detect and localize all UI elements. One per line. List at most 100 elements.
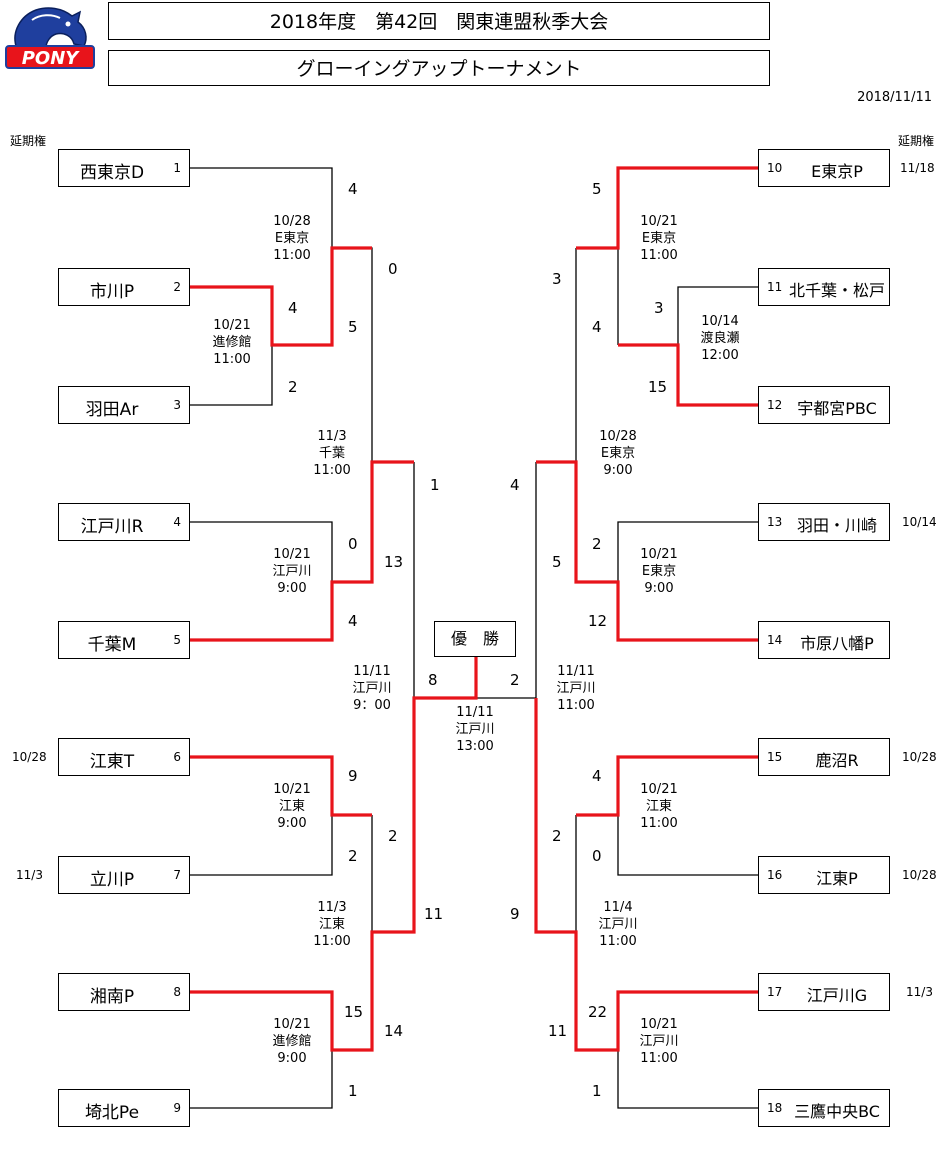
game-time: 9:00 [277,1051,307,1066]
score: 15 [344,1003,364,1021]
game-date: 10/21 [273,547,311,562]
team-name: 宇都宮PBC [797,399,877,418]
score: 4 [592,767,602,785]
team-name: 江東T [89,752,135,772]
score: 1 [592,1082,602,1100]
team-seed: 16 [767,868,783,882]
team-seed: 14 [767,633,783,647]
team-box: 14 市原八幡P [758,621,890,659]
postpone-header-left: 延期権 [10,134,47,148]
game-date: 10/21 [273,782,311,797]
game-time: 11:00 [273,248,311,263]
team-seed: 15 [767,750,783,764]
team-name: 市原八幡P [800,634,874,653]
game-time: 9:00 [644,581,674,596]
score: 4 [288,299,298,317]
game-date: 10/21 [273,1017,311,1032]
team-box: 羽田Ar 3 [58,386,190,424]
score: 0 [592,847,602,865]
game-time: 11:00 [599,934,637,949]
game-time: 11:00 [313,463,351,478]
score: 22 [588,1003,608,1021]
game-venue: 江東 [645,799,672,814]
score: 2 [348,847,358,865]
team-name: 江東P [816,869,858,888]
team-seed: 11 [767,280,783,294]
team-box: 西東京D 1 [58,149,190,187]
report-date: 2018/11/11 [857,90,932,105]
game-venue: 江戸川 [598,917,638,932]
game-date: 10/28 [599,429,637,444]
postpone-date: 10/28 [902,868,937,882]
champion-box: 優 勝 [434,621,516,657]
postpone-date: 11/3 [906,985,933,999]
game-info: 10/21 進修館 9:00 [252,1016,332,1067]
game-time: 9：00 [353,698,391,713]
score: 1 [348,1082,358,1100]
game-date: 10/21 [640,782,678,797]
score: 2 [288,378,298,396]
score: 12 [588,612,608,630]
team-seed: 17 [767,985,783,999]
team-name: E東京P [811,162,863,181]
game-date: 11/11 [456,705,494,720]
pony-logo: PONY [5,7,95,69]
team-seed: 18 [767,1101,783,1115]
score: 4 [510,476,520,494]
tournament-title: 2018年度 第42回 関東連盟秋季大会 [108,2,770,40]
game-venue: E東京 [600,446,636,461]
team-seed: 1 [173,161,181,175]
postpone-date: 10/28 [12,750,47,764]
team-name: 鹿沼R [815,751,859,770]
score: 9 [510,905,520,923]
score: 11 [424,905,444,923]
team-seed: 9 [173,1101,181,1115]
game-venue: 進修館 [212,335,252,350]
game-info: 10/21 江東 11:00 [619,781,699,832]
score: 4 [348,612,358,630]
postpone-date: 11/18 [900,161,935,175]
game-time: 13:00 [456,739,494,754]
game-time: 11:00 [640,816,678,831]
game-venue: E東京 [641,564,677,579]
score: 3 [552,270,562,288]
game-time: 11:00 [640,1051,678,1066]
team-name: 西東京D [79,163,145,183]
score: 4 [348,180,358,198]
team-name: 江戸川G [806,986,868,1005]
game-venue: 千葉 [318,446,345,461]
game-time: 9:00 [277,816,307,831]
team-seed: 3 [173,398,181,412]
score: 2 [552,827,562,845]
logo-text: PONY [22,48,81,69]
team-seed: 8 [173,985,181,999]
game-time: 11:00 [640,248,678,263]
team-seed: 7 [173,868,181,882]
game-date: 11/3 [317,429,347,444]
game-date: 10/28 [273,214,311,229]
game-time: 11:00 [313,934,351,949]
team-name: 羽田Ar [85,400,139,420]
game-venue: 進修館 [272,1034,312,1049]
team-box: 16 江東P [758,856,890,894]
score: 5 [348,318,358,336]
tournament-subtitle: グローイングアップトーナメント [108,50,770,86]
team-name: 江戸川R [80,517,144,537]
game-venue: E東京 [274,231,310,246]
postpone-date: 10/14 [902,515,937,529]
